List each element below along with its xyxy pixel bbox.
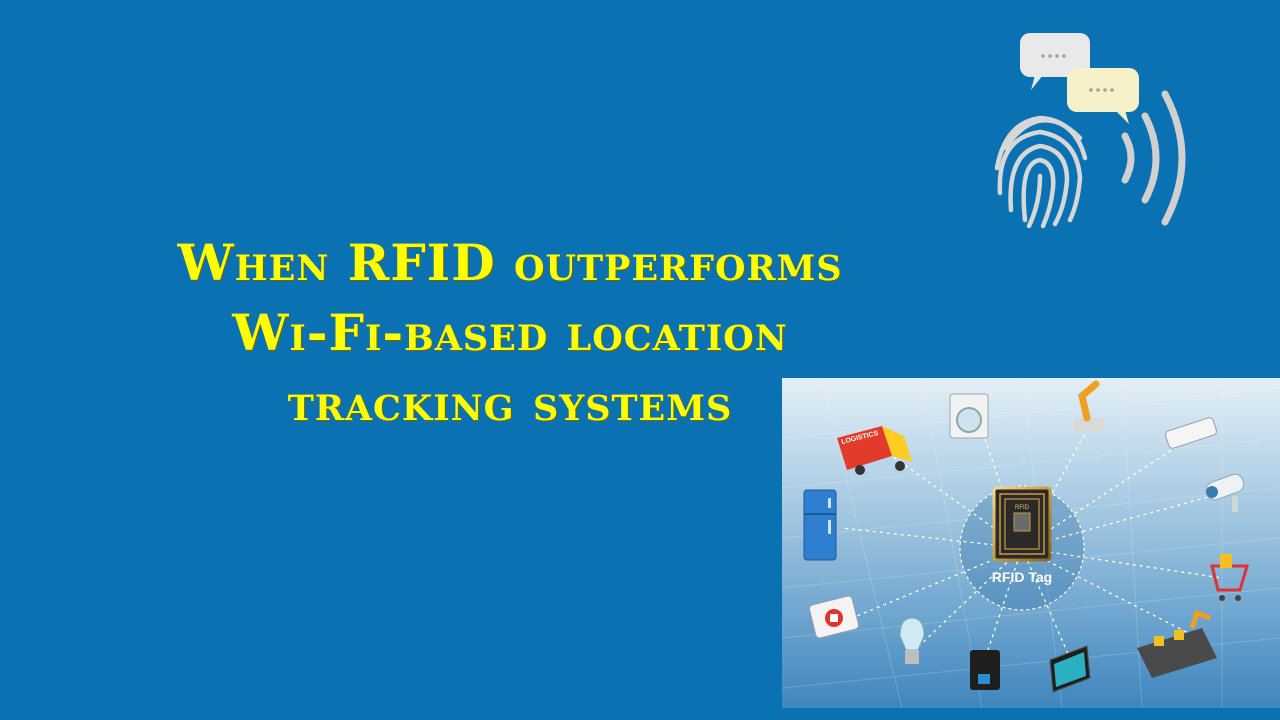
slide-title: When RFID outperforms Wi-Fi-based locati…: [20, 228, 1000, 438]
fingerprint-icon: [994, 115, 1088, 229]
first-aid-kit-icon: [808, 595, 860, 639]
chat-bubble-icon: [1067, 68, 1139, 124]
robot-arm-icon: [1074, 380, 1104, 432]
coffee-machine-icon: [970, 650, 1000, 690]
washing-machine-icon: [949, 393, 989, 439]
rfid-tag-label: RFID Tag: [992, 569, 1052, 585]
fingerprint-signal-graphic: [985, 28, 1205, 238]
chip-text: RFID: [1015, 505, 1030, 511]
title-line-2: Wi-Fi-based location: [232, 303, 788, 362]
monitor-icon: [1049, 645, 1091, 693]
assembly-line-icon: [1137, 609, 1217, 678]
light-bulb-icon: [899, 617, 925, 664]
signal-waves-icon: [1121, 90, 1186, 226]
rfid-network-illustration: RFID RFID Tag LOGISTICS: [782, 378, 1280, 708]
security-camera-icon: [1205, 473, 1245, 512]
chat-bubble-icon: [1020, 33, 1090, 90]
refrigerator-icon: [803, 489, 837, 561]
shopping-cart-icon: [1210, 554, 1249, 601]
title-line-1: When RFID outperforms: [177, 233, 843, 292]
rfid-chip-icon: RFID: [992, 486, 1052, 562]
air-conditioner-icon: [1164, 417, 1218, 449]
truck-icon: LOGISTICS: [837, 426, 912, 475]
title-line-3: tracking systems: [287, 373, 733, 432]
